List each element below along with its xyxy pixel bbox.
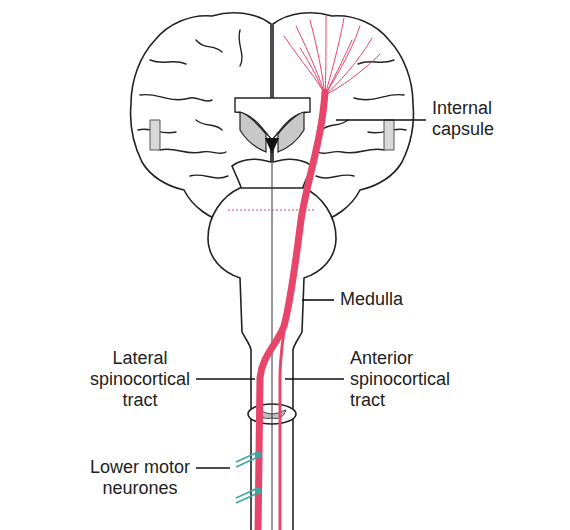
part-label: Lateral spinocortical tract [70,348,210,411]
part-label: Internal capsule [432,98,532,140]
ventricles [150,98,394,154]
lower-motor-neurones [236,452,261,503]
part-label: Lower motor neurones [65,457,215,499]
midline [272,150,273,530]
part-label: Medulla [340,289,440,310]
corticospinal-tract [258,16,380,530]
part-label: Anterior spinocortical tract [350,348,490,411]
